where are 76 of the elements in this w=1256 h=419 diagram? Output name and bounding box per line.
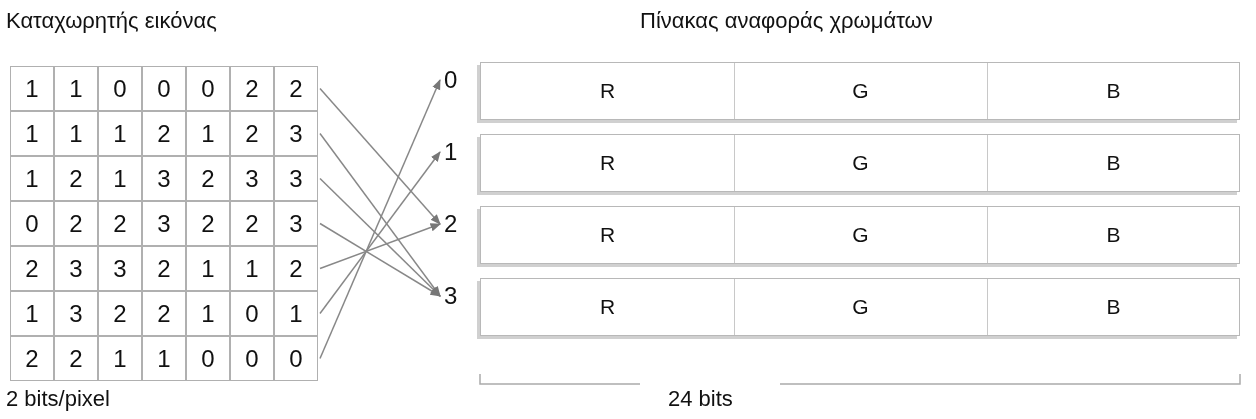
- index-number: 1: [444, 138, 458, 166]
- grid-cell: 2: [10, 336, 54, 381]
- heading: Καταχωρητής εικόνας: [6, 8, 217, 34]
- grid-cell: 1: [10, 291, 54, 336]
- dimension-label: 24 bits: [668, 386, 733, 412]
- grid-cell: 1: [142, 336, 186, 381]
- table-cell: R: [481, 207, 735, 263]
- table-cell: G: [734, 135, 988, 191]
- grid-cell: 2: [186, 201, 230, 246]
- table-cell-text: B: [1105, 150, 1122, 176]
- table-cell: G: [734, 207, 988, 263]
- grid-cell: 3: [274, 111, 318, 156]
- arrow: [319, 132, 441, 297]
- grid-cell: 2: [54, 201, 98, 246]
- table-cell: R: [481, 135, 735, 191]
- table-cell-text: B: [1105, 222, 1122, 248]
- grid-cell: 1: [54, 111, 98, 156]
- grid-cell: 0: [186, 66, 230, 111]
- grid-cell: 0: [274, 336, 318, 381]
- grid-cell: 2: [230, 66, 274, 111]
- grid-cell: 1: [186, 111, 230, 156]
- grid-cell: 1: [10, 111, 54, 156]
- grid-cell: 1: [98, 111, 142, 156]
- grid-cell: 1: [274, 291, 318, 336]
- grid-cell: 0: [230, 336, 274, 381]
- arrow: [319, 222, 441, 297]
- grid-cell: 1: [230, 246, 274, 291]
- arrow: [319, 177, 441, 297]
- grid-cell: 1: [186, 291, 230, 336]
- grid-cell: 2: [98, 291, 142, 336]
- table-cell: R: [481, 279, 735, 335]
- index-number: 2: [444, 210, 458, 238]
- grid-cell: 2: [230, 111, 274, 156]
- grid-cell: 3: [230, 156, 274, 201]
- grid-cell: 3: [274, 201, 318, 246]
- grid-cell: 2: [54, 336, 98, 381]
- grid-cell: 3: [54, 246, 98, 291]
- index-number: 0: [444, 66, 458, 94]
- heading: Πίνακας αναφοράς χρωμάτων: [640, 8, 933, 34]
- arrow: [319, 87, 441, 225]
- arrow: [319, 223, 441, 270]
- grid-cell: 2: [142, 246, 186, 291]
- grid-cell: 2: [142, 111, 186, 156]
- grid-cell: 3: [142, 156, 186, 201]
- grid-cell: 2: [98, 201, 142, 246]
- grid-cell: 1: [10, 156, 54, 201]
- grid-cell: 1: [98, 156, 142, 201]
- grid-cell: 2: [54, 156, 98, 201]
- table-cell: G: [734, 279, 988, 335]
- grid-cell: 3: [54, 291, 98, 336]
- table-cell: R: [481, 63, 735, 119]
- grid-cell: 0: [186, 336, 230, 381]
- grid-cell: 3: [142, 201, 186, 246]
- table-cell-text: B: [1105, 78, 1122, 104]
- grid-cell: 0: [142, 66, 186, 111]
- table-cell: G: [734, 63, 988, 119]
- grid-cell: 2: [10, 246, 54, 291]
- grid-cell: 0: [230, 291, 274, 336]
- grid-cell: 3: [274, 156, 318, 201]
- grid-cell: 2: [186, 156, 230, 201]
- grid-cell: 2: [230, 201, 274, 246]
- grid-cell: 2: [142, 291, 186, 336]
- grid-cell: 1: [54, 66, 98, 111]
- grid-cell: 1: [186, 246, 230, 291]
- grid-cell: 1: [10, 66, 54, 111]
- grid-cell: 1: [98, 336, 142, 381]
- grid-cell: 0: [98, 66, 142, 111]
- grid-cell: 3: [98, 246, 142, 291]
- caption: 2 bits/pixel: [6, 386, 110, 412]
- table-cell-text: B: [1105, 294, 1122, 320]
- grid-cell: 2: [274, 66, 318, 111]
- grid-cell: 2: [274, 246, 318, 291]
- grid-cell: 0: [10, 201, 54, 246]
- arrow: [319, 79, 441, 360]
- index-number: 3: [444, 282, 458, 310]
- arrow: [319, 151, 441, 315]
